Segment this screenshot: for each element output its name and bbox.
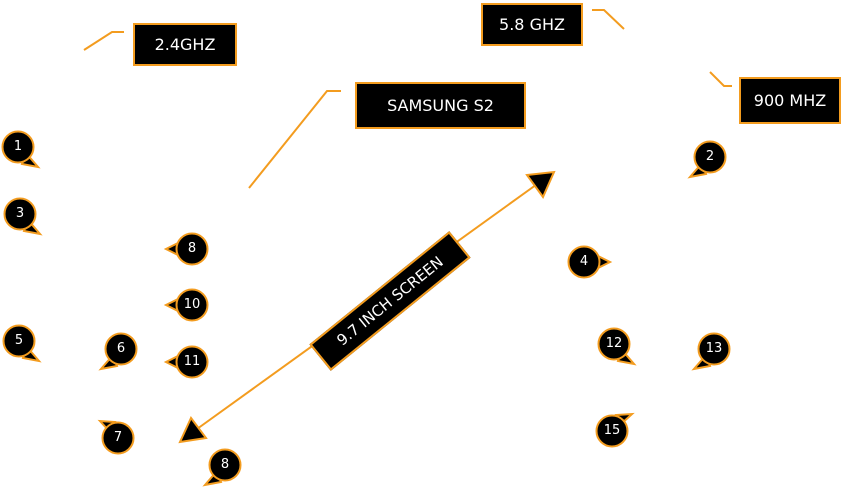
callout-bubble-icon — [1, 130, 41, 169]
callout-bubble-icon — [597, 327, 637, 366]
callout-bubble-icon — [202, 448, 242, 487]
marker-number: 12 — [605, 336, 623, 351]
marker-number: 5 — [14, 333, 24, 348]
callout-bubble-icon — [97, 419, 135, 455]
leader-line-5-8ghz — [592, 9, 625, 30]
marker-13: 13 — [691, 327, 736, 371]
callout-bubble-icon — [163, 232, 209, 266]
callout-bubble-icon — [3, 197, 43, 236]
label-samsung-s2: SAMSUNG S2 — [355, 82, 526, 129]
marker-number: 4 — [579, 254, 589, 269]
marker-number: 7 — [113, 430, 123, 445]
callout-bubble-icon — [98, 332, 138, 371]
marker-4: 4 — [562, 240, 613, 284]
marker-1: 1 — [0, 125, 41, 169]
marker-12: 12 — [592, 322, 637, 366]
marker-2: 2 — [687, 135, 732, 179]
callout-bubble-icon — [595, 412, 635, 448]
marker-8: 8 — [163, 227, 214, 271]
marker-15: 15 — [590, 409, 635, 453]
marker-3: 3 — [0, 192, 43, 236]
arrowhead-top-right-icon — [525, 170, 556, 199]
marker-number: 15 — [603, 423, 621, 438]
marker-number: 10 — [183, 297, 201, 312]
marker-11: 11 — [163, 340, 214, 384]
callout-bubble-icon — [567, 245, 613, 279]
marker-8: 8 — [202, 443, 247, 487]
callout-bubble-icon — [687, 140, 727, 179]
callout-bubble-icon — [163, 345, 209, 379]
marker-number: 3 — [15, 206, 25, 221]
arrowhead-bottom-left-icon — [178, 416, 208, 444]
marker-number: 2 — [705, 149, 715, 164]
leader-line-2-4ghz — [83, 31, 124, 51]
callout-bubble-icon — [163, 288, 209, 322]
label-2-4ghz: 2.4GHZ — [133, 23, 237, 66]
leader-line-samsung — [248, 90, 341, 189]
marker-number: 8 — [220, 457, 230, 472]
marker-10: 10 — [163, 283, 214, 327]
label-900mhz: 900 MHZ — [739, 77, 841, 124]
marker-number: 11 — [183, 354, 201, 369]
marker-number: 1 — [13, 139, 23, 154]
callout-bubble-icon — [691, 332, 731, 371]
label-5-8ghz: 5.8 GHZ — [481, 3, 583, 46]
marker-5: 5 — [0, 319, 42, 363]
marker-number: 6 — [116, 341, 126, 356]
marker-6: 6 — [98, 327, 143, 371]
leader-line-900mhz — [709, 71, 732, 87]
marker-number: 8 — [187, 241, 197, 256]
callout-bubble-icon — [2, 324, 42, 363]
marker-number: 13 — [705, 341, 723, 356]
marker-7: 7 — [96, 416, 140, 460]
